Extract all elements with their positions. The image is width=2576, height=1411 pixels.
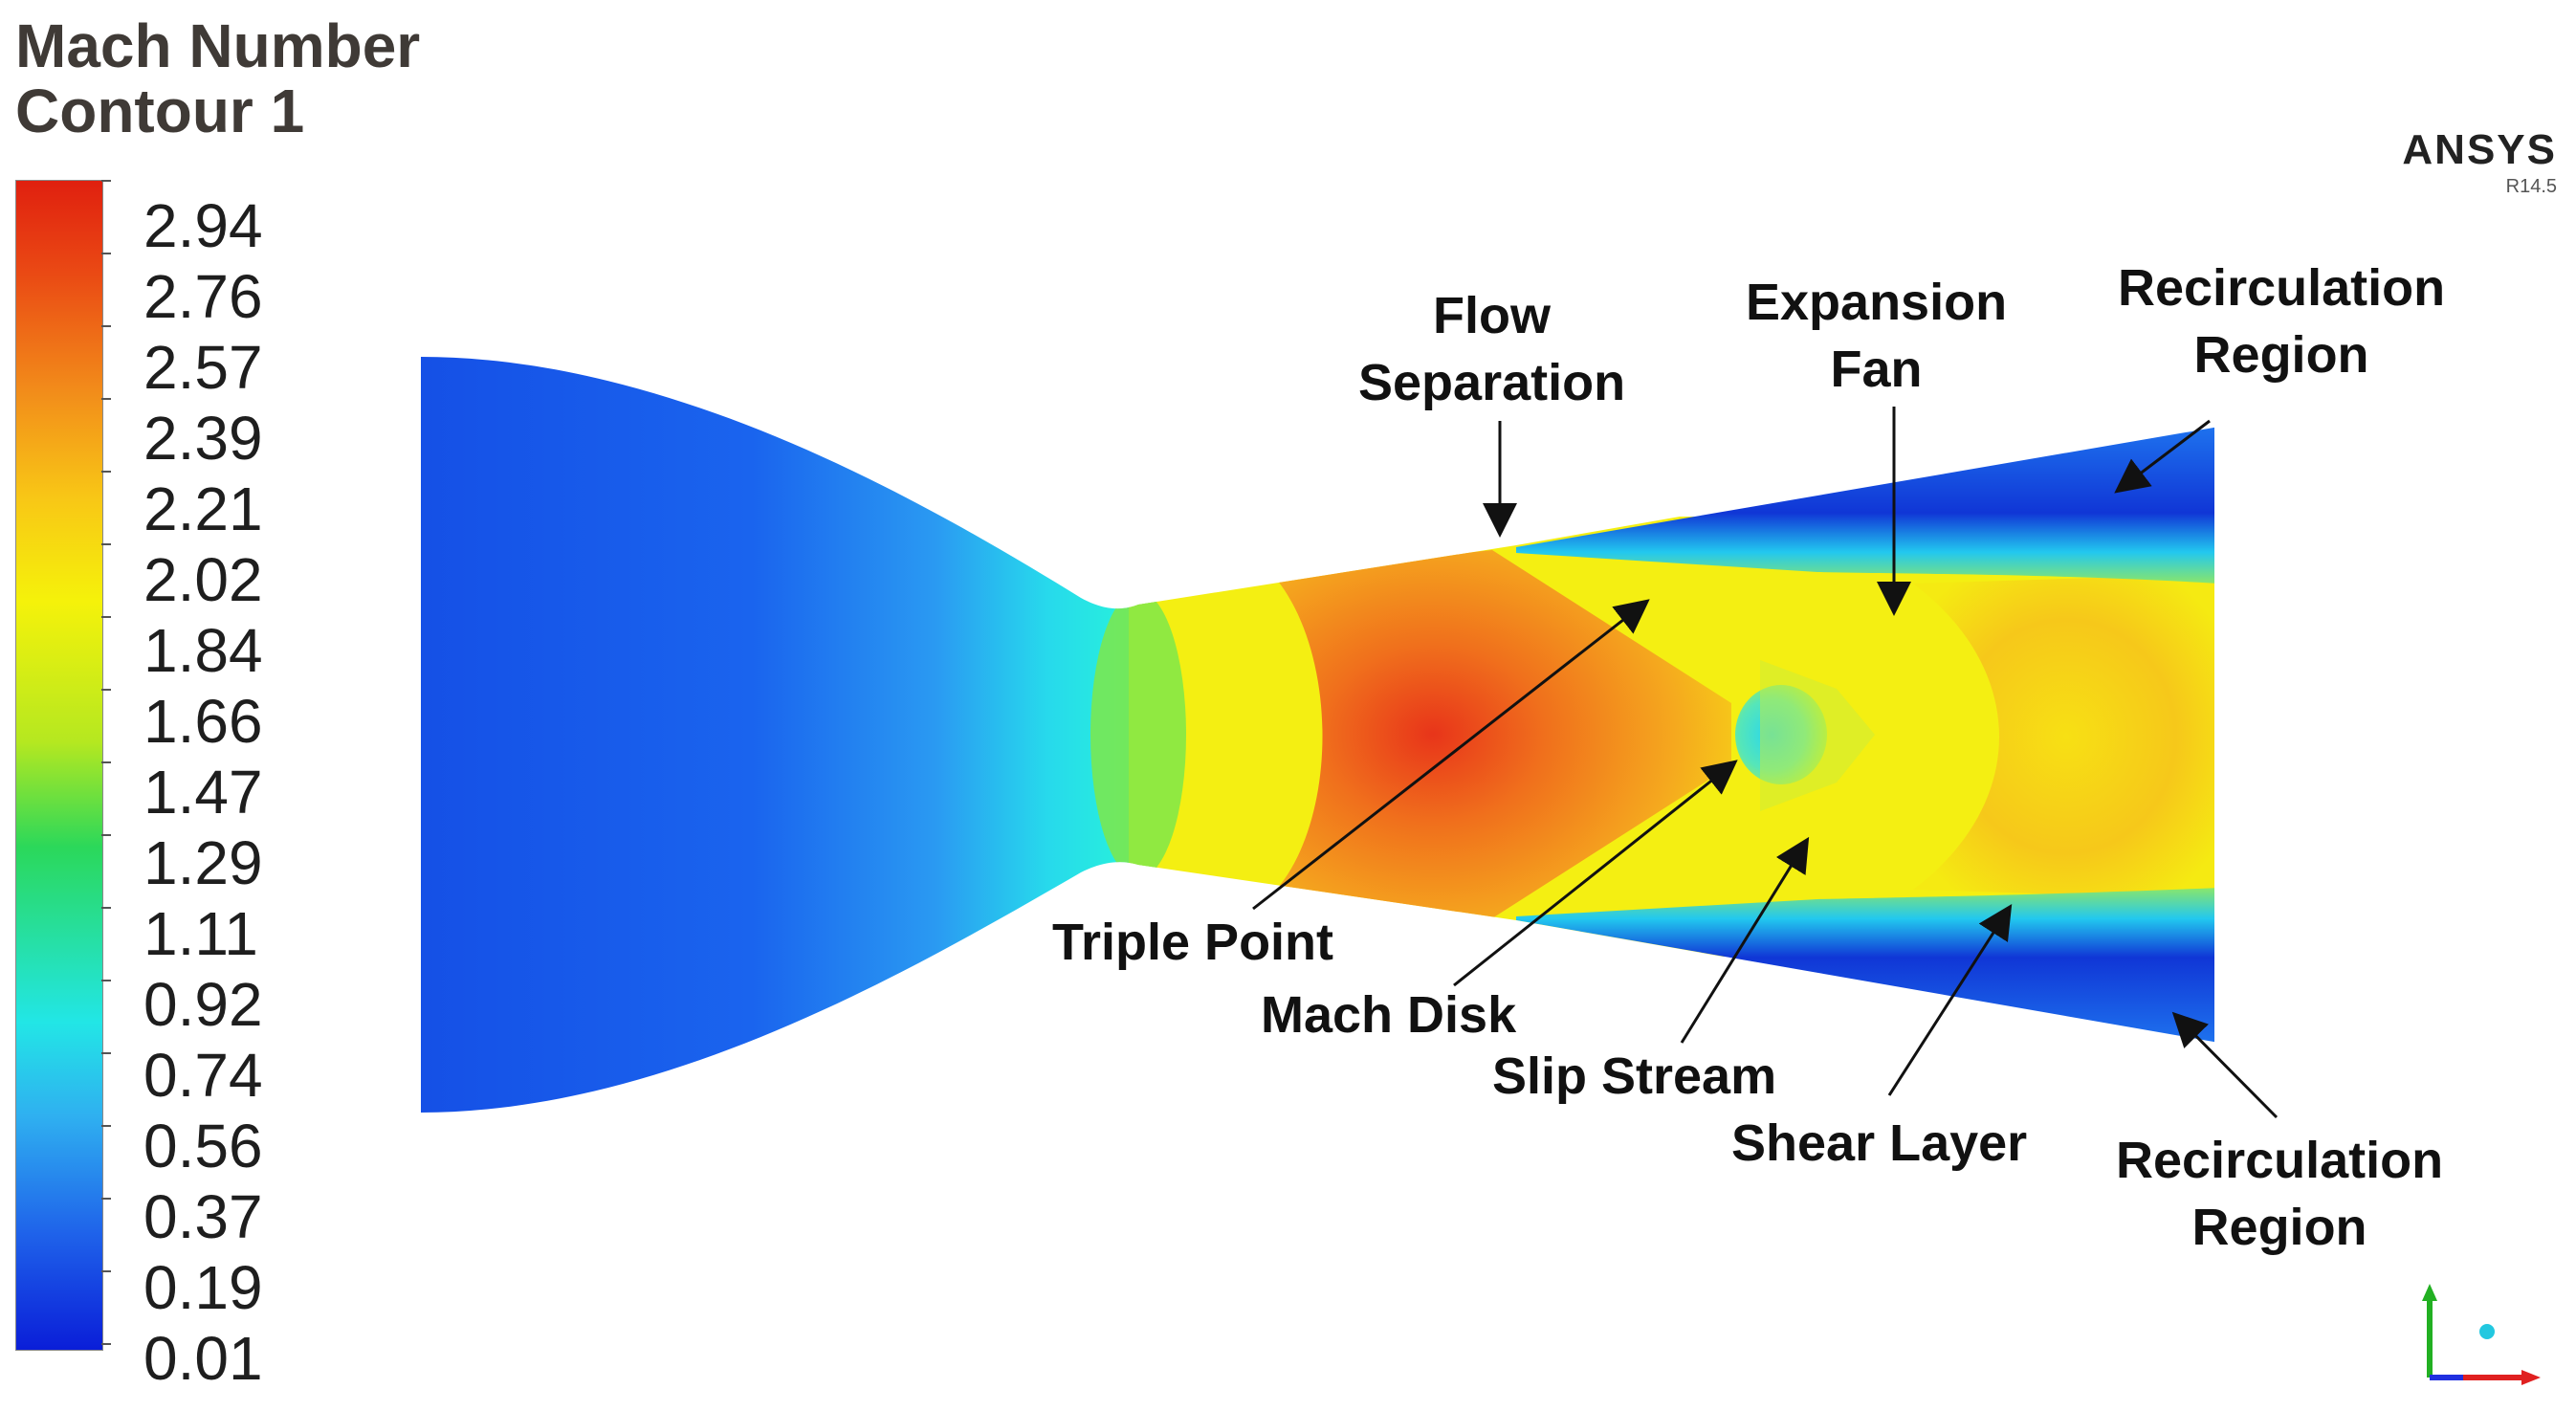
label-flow-separation-line2: Separation xyxy=(1358,354,1626,411)
legend-tick-label: 1.84 xyxy=(143,616,263,685)
legend-tick-label: 0.01 xyxy=(143,1324,263,1393)
triple-point-arrow xyxy=(1252,599,1650,911)
legend-tick-label: 2.76 xyxy=(143,262,263,331)
legend-tick-label: 0.56 xyxy=(143,1112,263,1180)
label-flow-separation-line1: Flow xyxy=(1433,287,1552,344)
label-expansion-fan-line2: Fan xyxy=(1830,341,1923,398)
label-mach-disk: Mach Disk xyxy=(1261,986,1517,1044)
legend-tick-label: 2.57 xyxy=(143,333,263,402)
shear-layer-arrow xyxy=(1887,903,2013,1096)
label-slip-stream: Slip Stream xyxy=(1492,1047,1777,1105)
legend-tick-label: 1.66 xyxy=(143,687,263,756)
legend-tick-label: 0.19 xyxy=(143,1253,263,1322)
label-recirculation-top-line1: Recirculation xyxy=(2118,259,2446,317)
axis-triad-icon xyxy=(2422,1284,2541,1385)
label-recirculation-top-line2: Region xyxy=(2193,326,2369,384)
legend-tick-label: 0.37 xyxy=(143,1182,263,1251)
legend-tick-label: 0.74 xyxy=(143,1041,263,1110)
brand-version: R14.5 xyxy=(2505,176,2557,197)
label-recirculation-bottom-line2: Region xyxy=(2191,1199,2367,1256)
mach-disk-arrow xyxy=(1453,760,1738,987)
color-bar-tick-marks xyxy=(101,180,111,1349)
label-recirculation-top: Recirculation Region xyxy=(2118,254,2445,388)
legend-tick-label: 1.11 xyxy=(143,899,258,968)
legend-tick-label: 0.92 xyxy=(143,970,263,1039)
legend-tick-label: 2.94 xyxy=(143,191,263,260)
brand-name: ANSYS xyxy=(2402,126,2557,173)
label-flow-separation: Flow Separation xyxy=(1358,282,1625,416)
legend-tick-label: 1.47 xyxy=(143,758,263,827)
label-shear-layer: Shear Layer xyxy=(1731,1114,2028,1172)
color-bar xyxy=(15,180,103,1351)
recirculation-top-arrow xyxy=(2114,419,2211,494)
legend-tick-label: 1.29 xyxy=(143,828,263,897)
slip-stream-arrow xyxy=(1680,836,1810,1044)
label-recirculation-bottom: Recirculation Region xyxy=(2116,1127,2443,1261)
recirculation-bottom-arrow xyxy=(2171,1011,2279,1119)
legend-tick-label: 2.39 xyxy=(143,404,263,473)
legend-tick-label: 2.02 xyxy=(143,545,263,614)
label-expansion-fan: Expansion Fan xyxy=(1746,269,2007,403)
ansys-logo: ANSYS R14.5 xyxy=(2402,126,2557,198)
label-recirculation-bottom-line1: Recirculation xyxy=(2116,1132,2444,1189)
legend-title: Mach Number xyxy=(15,11,421,80)
label-triple-point: Triple Point xyxy=(1052,914,1334,971)
legend-subtitle: Contour 1 xyxy=(15,77,305,145)
label-expansion-fan-line1: Expansion xyxy=(1746,274,2008,331)
legend-tick-label: 2.21 xyxy=(143,474,263,543)
